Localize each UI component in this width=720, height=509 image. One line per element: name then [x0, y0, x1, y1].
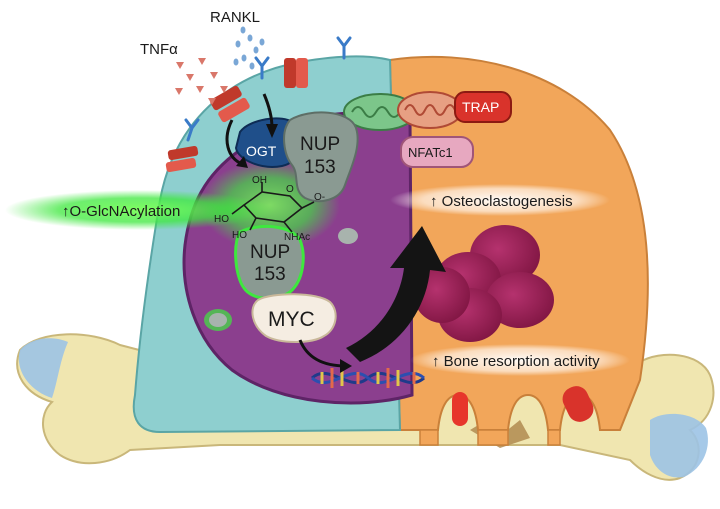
osteoclastogenesis-glow — [390, 184, 610, 216]
big-upward-arrow — [346, 226, 446, 362]
o-glcnacylation-label: ↑O-GlcNAcylation — [62, 203, 180, 220]
nup-top-line1: NUP — [300, 134, 340, 155]
sugar-oh: OH — [252, 175, 267, 186]
trap-enzyme — [454, 91, 512, 123]
nfatc1-label: NFATc1 — [408, 145, 453, 160]
bone-resorption-glow — [410, 344, 630, 376]
nup153-mid — [234, 225, 305, 300]
receptor-2 — [210, 85, 250, 123]
rankl-label: RANKL — [210, 9, 260, 26]
glcnac-blobs — [204, 228, 358, 331]
nup-mid-line1: NUP — [250, 242, 290, 263]
trap-label: TRAP — [462, 99, 499, 115]
bone-cap-left — [18, 338, 68, 398]
signal-arrows — [225, 93, 352, 373]
osteoclastogenesis-label: ↑ Osteoclastogenesis — [430, 193, 573, 210]
nup153-top — [283, 111, 359, 203]
sugar-o-ring: O — [286, 184, 294, 195]
nfatc1-factor — [400, 136, 474, 168]
glcnac-sugar — [231, 182, 315, 233]
ogt-label: OGT — [246, 143, 277, 159]
sugar-nhac: NHAc — [284, 232, 310, 243]
y-receptors — [184, 36, 352, 142]
tnfa-arrow — [225, 119, 243, 166]
dna-helix — [311, 368, 425, 388]
rankl-ligands — [233, 26, 265, 70]
mitochondria — [343, 91, 463, 131]
membrane-receptors — [165, 36, 352, 173]
tnfa-label: TNFα — [140, 41, 178, 58]
nup-mid-line2: 153 — [254, 264, 286, 285]
sugar-o-link: O- — [314, 192, 325, 203]
sugar-ho-2: HO — [232, 230, 247, 241]
tnfa-ligands — [175, 58, 228, 105]
resorption-vesicles — [452, 386, 594, 426]
bone-cap-right — [650, 413, 708, 478]
nup-top-line2: 153 — [304, 157, 336, 178]
myc-protein — [251, 293, 337, 343]
receptor-3 — [284, 58, 308, 88]
myc-label: MYC — [268, 308, 315, 331]
receptor-1 — [165, 145, 199, 173]
bone-resorption-label: ↑ Bone resorption activity — [432, 353, 600, 370]
sugar-ho-1: HO — [214, 214, 229, 225]
ruffled-border — [419, 429, 561, 446]
